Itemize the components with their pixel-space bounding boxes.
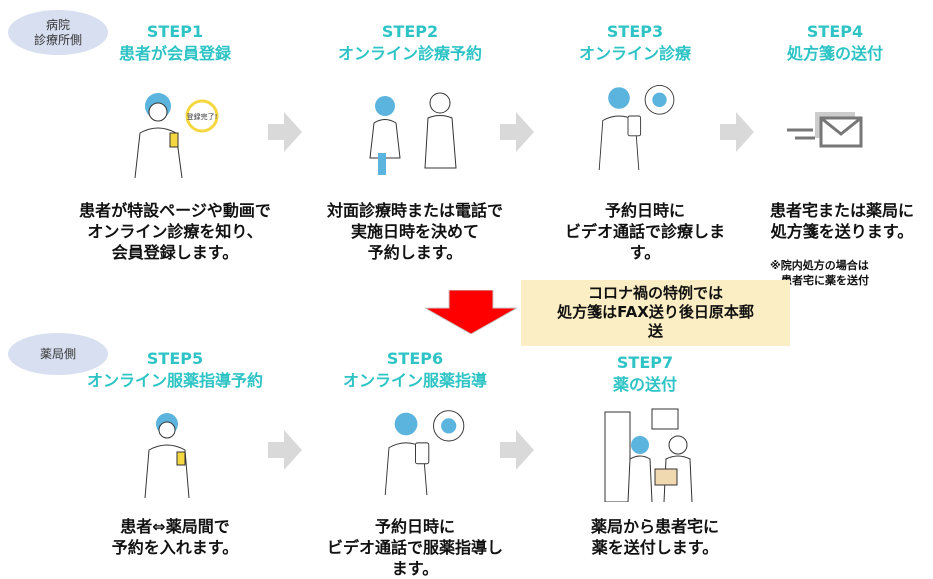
medicine-delivery-illustration	[604, 408, 693, 502]
bubble-text: 登録完了!	[187, 112, 218, 121]
step-title: オンライン診療	[578, 44, 691, 63]
video-medication-guidance-illustration	[384, 410, 465, 495]
step-label: STEP3	[606, 22, 664, 41]
step-label: STEP6	[386, 349, 444, 368]
arrow-right-icon	[268, 430, 302, 470]
patient-phone-illustration: 登録完了!	[134, 93, 219, 178]
section-badge-pharmacy: 薬局側	[8, 333, 108, 375]
step1-header: STEP1 患者が会員登録	[55, 21, 295, 65]
step-title: 患者が会員登録	[118, 44, 231, 63]
step-label: STEP7	[616, 353, 674, 372]
step5-description: 患者⇔薬局間で 予約を入れます。	[111, 517, 239, 557]
patient-phone-illustration	[144, 413, 190, 498]
step-title: オンライン服薬指導	[342, 371, 487, 390]
step-label: STEP5	[146, 349, 204, 368]
doctor-consultation-illustration	[369, 92, 457, 175]
arrow-right-icon	[500, 112, 534, 152]
prescription-mail-icon	[787, 112, 863, 148]
step-title: オンライン服薬指導予約	[86, 371, 263, 390]
step3-description: 予約日時に ビデオ通話で診療しま す。	[564, 201, 725, 262]
arrow-right-icon	[500, 430, 534, 470]
step-label: STEP1	[146, 22, 204, 41]
step-title: 薬の送付	[612, 375, 677, 394]
step7-description: 薬局から患者宅に 薬を送付します。	[590, 517, 719, 557]
arrow-right-icon	[720, 112, 754, 152]
step-title: オンライン診療予約	[337, 44, 482, 63]
step1-description: 患者が特設ページや動画で オンライン診療を知り、 会員登録します。	[79, 201, 271, 262]
step-title: 処方箋の送付	[786, 44, 883, 63]
arrow-right-icon	[268, 112, 302, 152]
step2-description: 対面診療時または電話で 実施日時を決めて 予約します。	[326, 201, 503, 262]
step-label: STEP2	[381, 22, 439, 41]
step4-header: STEP4 処方箋の送付	[715, 21, 933, 65]
step6-description: 予約日時に ビデオ通話で服薬指導し ます。	[326, 517, 503, 578]
step2-header: STEP2 オンライン診療予約	[290, 21, 530, 65]
section-badge-hospital: 病院 診療所側	[8, 10, 108, 55]
step5-header: STEP5 オンライン服薬指導予約	[55, 348, 295, 392]
step4-description: 患者宅または薬局に 処方箋を送ります。	[769, 201, 914, 241]
covid-special-note: コロナ禍の特例では 処方箋はFAX送り後日原本郵 送	[521, 280, 790, 346]
step7-header: STEP7 薬の送付	[525, 352, 765, 396]
step6-header: STEP6 オンライン服薬指導	[295, 348, 535, 392]
step3-header: STEP3 オンライン診療	[515, 21, 755, 65]
video-consult-illustration	[598, 84, 675, 170]
in-hospital-note: ※院内処方の場合は 患者宅に薬を送付	[770, 259, 869, 287]
red-down-arrow-icon	[425, 290, 517, 334]
step-label: STEP4	[806, 22, 864, 41]
